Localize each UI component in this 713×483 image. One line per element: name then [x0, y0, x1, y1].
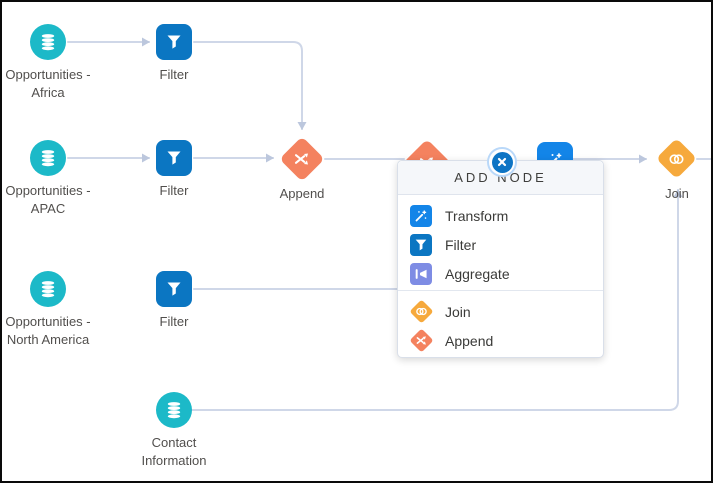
menu-item-append[interactable]: Append [398, 326, 603, 355]
menu-item-aggregate[interactable]: Aggregate [398, 259, 603, 288]
menu-item-join[interactable]: Join [398, 297, 603, 326]
venn-icon [408, 299, 434, 324]
filter-icon [167, 282, 181, 296]
append-icon [291, 148, 313, 170]
node-label-append-1: Append [279, 186, 325, 201]
close-button[interactable] [487, 147, 517, 177]
popup-section-row-nodes: Transform Filter Aggregate [398, 195, 603, 290]
source-node-contact-information[interactable] [156, 392, 192, 428]
node-label-opportunities-africa: Opportunities - Africa [5, 67, 91, 100]
filter-node-2[interactable] [156, 140, 192, 176]
source-node-opportunities-north-america[interactable] [30, 271, 66, 307]
close-icon [491, 151, 513, 173]
node-label-filter-1: Filter [159, 67, 189, 82]
filter-icon [410, 233, 432, 256]
database-icon [167, 402, 181, 419]
filter-icon [167, 35, 181, 49]
join-node[interactable] [655, 137, 698, 180]
node-label-filter-3: Filter [159, 314, 189, 329]
filter-node-1[interactable] [156, 24, 192, 60]
node-label-contact-information: Contact Information [141, 435, 207, 468]
append-icon [408, 328, 434, 353]
node-label-opportunities-apac: Opportunities - APAC [5, 183, 91, 216]
menu-item-filter[interactable]: Filter [398, 230, 603, 259]
filter-node-3[interactable] [156, 271, 192, 307]
append-node-1[interactable] [279, 136, 325, 182]
popup-divider [398, 290, 603, 291]
magic-wand-icon [410, 204, 432, 227]
node-label-filter-2: Filter [159, 183, 189, 198]
database-icon [41, 150, 55, 167]
aggregate-icon [410, 262, 432, 285]
source-node-opportunities-africa[interactable] [30, 24, 66, 60]
filter-icon [167, 151, 181, 165]
database-icon [41, 34, 55, 51]
database-icon [41, 281, 55, 298]
popup-section-merge-nodes: Join Append [398, 291, 603, 357]
venn-icon [667, 149, 687, 169]
source-node-opportunities-apac[interactable] [30, 140, 66, 176]
menu-item-transform[interactable]: Transform [398, 201, 603, 230]
node-label-join: Join [665, 186, 689, 201]
add-node-popup: ADD NODE Transform [397, 160, 604, 358]
node-label-opportunities-north-america: Opportunities - North America [5, 314, 91, 347]
